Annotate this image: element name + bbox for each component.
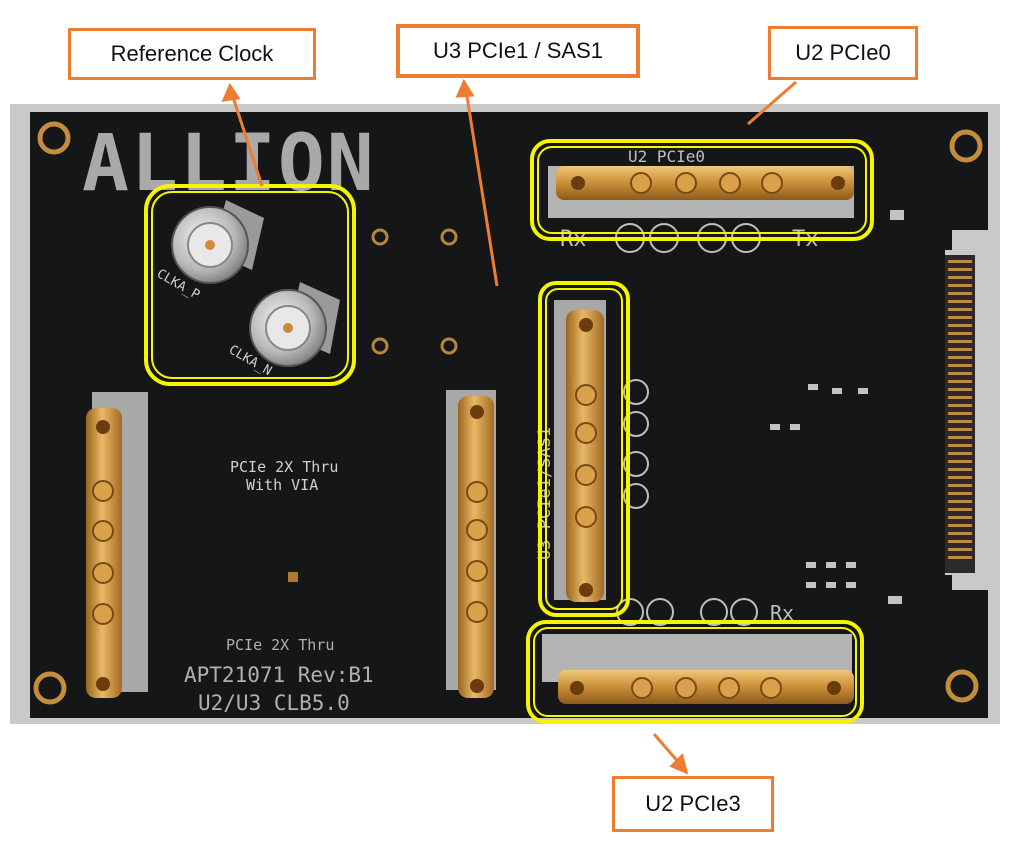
silk-u2-pcie0: U2 PCIe0 — [628, 147, 705, 166]
silk-clb-version: U2/U3 CLB5.0 — [198, 691, 350, 715]
allion-logo: ALLION — [82, 119, 376, 209]
smd-components — [288, 210, 904, 604]
highlight-u2-pcie3 — [526, 620, 864, 724]
arrow-u2-pcie3 — [652, 733, 682, 765]
callout-u2-pcie0: U2 PCIe0 — [768, 26, 918, 80]
silk-thru-via-1: PCIe 2X Thru — [230, 458, 338, 476]
mounting-holes — [33, 121, 983, 705]
arrow-u2-pcie0 — [747, 80, 797, 126]
callout-u2-pcie3: U2 PCIe3 — [612, 776, 774, 832]
highlight-reference-clock — [144, 184, 356, 386]
vias — [371, 228, 458, 355]
callout-u3-pcie1-sas1-label: U3 PCIe1 / SAS1 — [433, 38, 603, 63]
edge-connector — [945, 255, 975, 573]
highlight-u2-pcie0 — [530, 139, 874, 241]
callout-reference-clock-label: Reference Clock — [110, 41, 274, 66]
callout-arrows — [221, 78, 797, 775]
connector-u2-pcie0 — [548, 166, 854, 218]
arrow-reference-clock — [230, 93, 264, 187]
highlight-boxes — [144, 139, 874, 724]
sma-connector-clka-p — [171, 200, 264, 284]
callout-reference-clock: Reference Clock — [68, 28, 316, 80]
arrow-u3-pcie1-sas1 — [464, 89, 499, 287]
callout-u3-pcie1-sas1: U3 PCIe1 / SAS1 — [396, 24, 640, 78]
connector-middle-thru — [446, 390, 496, 698]
connector-left-thru — [86, 392, 148, 698]
highlight-u3-pcie1-sas1 — [538, 281, 630, 617]
silk-thru: PCIe 2X Thru — [226, 636, 334, 654]
callout-u2-pcie0-label: U2 PCIe0 — [795, 40, 891, 65]
pcb — [30, 112, 988, 718]
sma-connector-clka-n — [249, 282, 340, 367]
connector-u2-pcie3 — [542, 634, 854, 704]
silk-pn-marks-mid — [623, 379, 649, 509]
silk-part-number: APT21071 Rev:B1 — [184, 663, 374, 687]
connector-u3-pcie1-sas1 — [554, 300, 606, 602]
silk-thru-via-2: With VIA — [246, 476, 318, 494]
silk-pn-marks-bottom — [616, 598, 758, 626]
callout-u2-pcie3-label: U2 PCIe3 — [645, 791, 741, 816]
